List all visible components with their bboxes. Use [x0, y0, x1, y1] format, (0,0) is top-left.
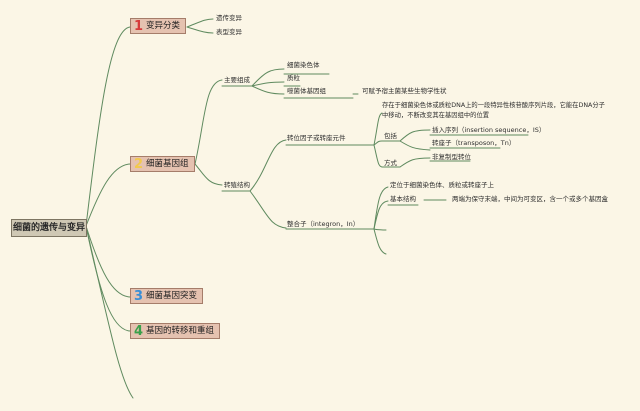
phage-note[interactable]: 可赋予宿主菌某些生物学性状 [362, 87, 447, 95]
link-main-item-1 [251, 68, 285, 87]
topic-number-4: 4 [134, 323, 144, 339]
link-root-extra-1 [85, 225, 134, 399]
topic-label-2: 细菌基因组 [146, 158, 189, 169]
link-topic1-child-2 [186, 26, 214, 34]
main-item-2[interactable]: 质粒 [287, 74, 300, 82]
root-node[interactable]: 细菌的遗传与变异 [11, 219, 87, 237]
integron-structure-value[interactable]: 两端为保守末端，中间为可变区，含一个或多个基因盒 [452, 195, 608, 203]
topic-label-4: 基因的转移和重组 [146, 325, 215, 336]
main-composition-node[interactable]: 主要组成 [224, 76, 250, 84]
link-root-topic-3 [85, 225, 131, 298]
link-include-item-2 [399, 140, 431, 151]
topic-node-3[interactable]: 3 细菌基因突变 [130, 288, 204, 304]
root-label: 细菌的遗传与变异 [12, 222, 85, 233]
link-integron-location [373, 186, 389, 230]
mode-value[interactable]: 非复制型转位 [432, 153, 471, 161]
link-include-item-1 [399, 129, 431, 142]
link-special-transposon [249, 139, 287, 192]
topic-label-3: 细菌基因突变 [146, 290, 198, 301]
topic-label-1: 变异分类 [146, 20, 181, 31]
link-topic2-main [194, 79, 223, 165]
include-node[interactable]: 包括 [384, 132, 397, 140]
topic-number-1: 1 [134, 18, 144, 34]
topic-node-4[interactable]: 4 基因的转移和重组 [130, 323, 221, 339]
topic1-child-1[interactable]: 遗传变异 [216, 14, 242, 22]
topic-number-3: 3 [134, 288, 144, 304]
integron-location[interactable]: 定位于细菌染色体、质粒或转座子上 [390, 181, 494, 189]
topic1-child-2[interactable]: 表型变异 [216, 28, 242, 36]
link-integron-extra-2 [373, 228, 387, 255]
topic-node-2[interactable]: 2 细菌基因组 [130, 156, 195, 172]
link-transposon-mode [373, 144, 383, 168]
link-transposon-desc [373, 112, 383, 146]
main-item-3[interactable]: 噬菌体基因组 [287, 87, 326, 95]
transposon-desc-line-1[interactable]: 存在于细菌染色体或质粒DNA上的一段特异性核苷酸序列片段，它能在DNA分子 [382, 102, 605, 109]
link-integron-extra-1 [373, 228, 387, 231]
link-root-topic-1 [85, 26, 131, 227]
link-root-topic-4 [85, 225, 131, 332]
link-special-integron [249, 190, 287, 229]
transposon-desc-line-2[interactable]: 中移动，不断改变其在基因组中的位置 [382, 112, 490, 119]
topic-node-1[interactable]: 1 变异分类 [130, 18, 187, 34]
link-main-item-2 [251, 81, 285, 87]
link-main-item-3 [251, 85, 285, 95]
topic-number-2: 2 [134, 156, 144, 172]
mode-node[interactable]: 方式 [384, 159, 397, 167]
link-transposon-include [373, 140, 383, 146]
transposon-node[interactable]: 转位因子或转座元件 [287, 134, 346, 142]
integron-node[interactable]: 整合子（integron，In） [287, 220, 360, 228]
link-integron-structure [373, 200, 389, 230]
link-topic1-child-1 [186, 18, 214, 28]
link-mode-value [399, 157, 431, 168]
include-item-2[interactable]: 转座子（transposon，Tn） [432, 139, 516, 147]
main-item-1[interactable]: 细菌染色体 [287, 61, 320, 69]
include-item-1[interactable]: 插入序列（insertion sequence，IS） [432, 126, 546, 134]
special-structure-node[interactable]: 转殖结构 [224, 181, 250, 189]
link-root-topic-2 [85, 163, 131, 227]
link-topic2-special [194, 163, 223, 186]
integron-structure-node[interactable]: 基本结构 [390, 195, 416, 203]
